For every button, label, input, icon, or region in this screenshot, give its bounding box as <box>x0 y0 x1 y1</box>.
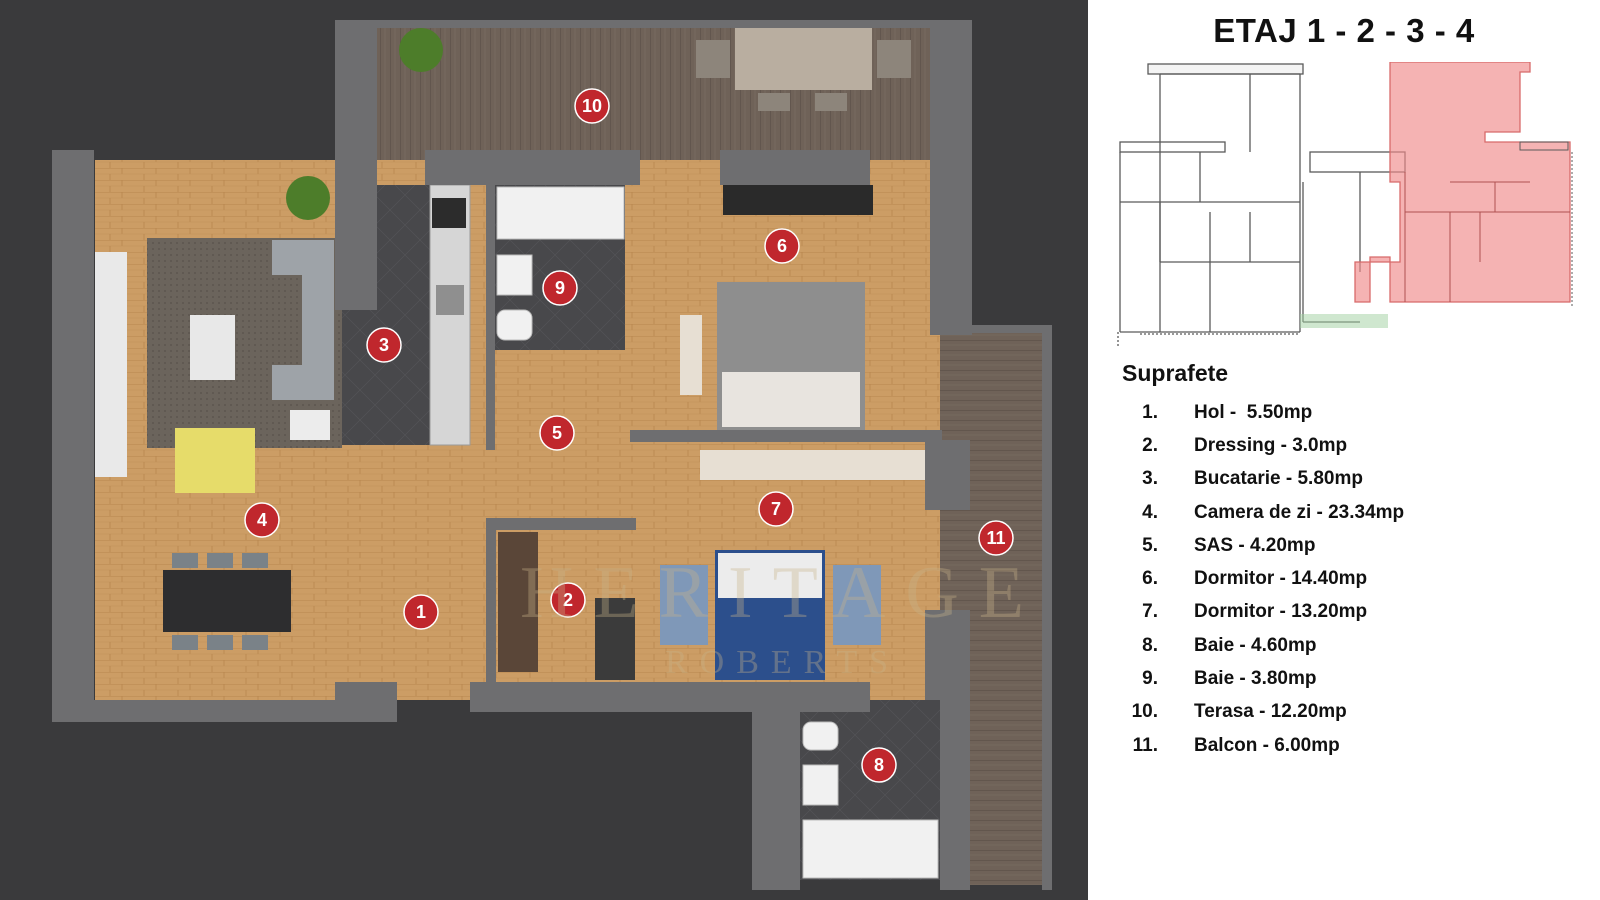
area-item: 4. Camera de zi - 23.34mp <box>1122 496 1404 529</box>
room-marker-6 <box>764 228 800 264</box>
room-marker-label-2: 2 <box>563 590 573 610</box>
armchair <box>175 428 255 493</box>
room-marker-label-4: 4 <box>257 510 267 530</box>
area-label: Baie - 3.80mp <box>1194 668 1317 690</box>
area-number: 2. <box>1142 434 1158 456</box>
room-marker-label-1: 1 <box>416 602 426 622</box>
kitchen-sink <box>436 285 464 315</box>
coffee-table <box>190 315 235 380</box>
sofa <box>272 240 334 400</box>
toilet-2 <box>802 721 839 751</box>
room-marker-2 <box>550 582 586 618</box>
area-number: 7. <box>1142 601 1158 623</box>
area-number: 4. <box>1142 501 1158 523</box>
area-label: Dressing - 3.0mp <box>1194 434 1348 456</box>
plant-terrace <box>399 28 443 72</box>
room-marker-label-6: 6 <box>777 236 787 256</box>
tv-unit <box>95 252 127 477</box>
area-number: 3. <box>1142 468 1158 490</box>
area-number: 8. <box>1142 634 1158 656</box>
room-marker-1 <box>403 594 439 630</box>
area-label: Dormitor - 13.20mp <box>1194 601 1368 623</box>
shoe-rack-2 <box>595 598 635 680</box>
area-number: 6. <box>1142 568 1158 590</box>
area-number: 9. <box>1142 668 1158 690</box>
area-number: 10. <box>1131 701 1158 723</box>
area-item: 6. Dormitor - 14.40mp <box>1122 562 1404 595</box>
room-marker-9 <box>542 270 578 306</box>
room-marker-label-8: 8 <box>874 755 884 775</box>
area-item: 9. Baie - 3.80mp <box>1122 662 1404 695</box>
nightstand <box>680 315 702 395</box>
watermark-main: HERITAGE <box>520 552 1044 634</box>
key-plan-left-unit <box>1117 63 1406 347</box>
area-number: 11. <box>1132 734 1158 756</box>
toilet <box>496 309 533 341</box>
room-markers: 1 2 3 4 5 6 7 8 9 10 11 <box>244 88 1014 783</box>
terrace-chairs <box>696 40 911 111</box>
plant <box>286 176 330 220</box>
watermark-sub: ROBERTS <box>665 644 900 681</box>
area-item: 3. Bucatarie - 5.80mp <box>1122 463 1404 496</box>
area-label: SAS - 4.20mp <box>1194 534 1316 556</box>
cooktop <box>432 198 466 228</box>
room-marker-label-11: 11 <box>986 528 1005 548</box>
walls <box>52 20 1052 890</box>
room-marker-11 <box>978 520 1014 556</box>
bed-6-pillows <box>722 372 860 427</box>
shoe-rack <box>498 532 538 672</box>
area-label: Dormitor - 14.40mp <box>1194 568 1368 590</box>
area-label: Terasa - 12.20mp <box>1194 701 1347 723</box>
area-item: 8. Baie - 4.60mp <box>1122 629 1404 662</box>
side-table <box>290 410 330 440</box>
dining-chairs <box>172 553 268 650</box>
bathtub-2 <box>802 819 939 879</box>
area-item: 11. Balcon - 6.00mp <box>1122 729 1404 762</box>
area-item: 7. Dormitor - 13.20mp <box>1122 596 1404 629</box>
key-plan <box>1117 62 1573 347</box>
area-item: 10. Terasa - 12.20mp <box>1122 696 1404 729</box>
info-panel: ETAJ 1 - 2 - 3 - 4 Suprafete 1. Hol - 5.5… <box>1088 0 1600 900</box>
wardrobe-6 <box>723 185 873 215</box>
room-marker-5 <box>539 415 575 451</box>
area-item: 1. Hol - 5.50mp <box>1122 396 1404 429</box>
room-marker-8 <box>861 747 897 783</box>
terrace-table <box>735 28 872 90</box>
room-marker-label-5: 5 <box>552 423 562 443</box>
area-item: 5. SAS - 4.20mp <box>1122 529 1404 562</box>
room-marker-10 <box>574 88 610 124</box>
room-marker-label-3: 3 <box>379 335 389 355</box>
areas-heading: Suprafete <box>1122 360 1229 386</box>
room-marker-label-7: 7 <box>771 499 781 519</box>
areas-list: 1. Hol - 5.50mp 2. Dressing - 3.0mp 3. Buca… <box>1122 396 1405 762</box>
area-label: Camera de zi - 23.34mp <box>1194 501 1405 523</box>
bathroom-sink-2 <box>802 764 839 806</box>
floor-plan-drawing: 1 2 3 4 5 6 7 8 9 10 11 HERITAGE ROBERTS <box>52 20 1052 890</box>
area-number: 5. <box>1142 534 1158 556</box>
area-label: Bucatarie - 5.80mp <box>1194 468 1363 490</box>
area-item: 2. Dressing - 3.0mp <box>1122 429 1404 462</box>
floor-title: ETAJ 1 - 2 - 3 - 4 <box>1213 12 1475 49</box>
bed-7-side-right <box>833 565 881 645</box>
dining-table <box>163 570 291 632</box>
area-number: 1. <box>1142 401 1158 423</box>
area-label: Balcon - 6.00mp <box>1194 734 1340 756</box>
bed-7-pillows <box>718 553 822 598</box>
room-marker-3 <box>366 327 402 363</box>
area-label: Hol - 5.50mp <box>1194 401 1313 423</box>
area-label: Baie - 4.60mp <box>1194 634 1317 656</box>
desk-7 <box>700 450 940 480</box>
floor-plan: 1 2 3 4 5 6 7 8 9 10 11 HERITAGE ROBERTS <box>0 0 1088 900</box>
room-marker-7 <box>758 491 794 527</box>
key-plan-highlighted-unit <box>1354 62 1573 307</box>
bed-7-side-left <box>660 565 708 645</box>
bathtub <box>496 186 625 240</box>
room-marker-label-9: 9 <box>555 278 565 298</box>
room-marker-label-10: 10 <box>582 96 602 116</box>
room-marker-4 <box>244 502 280 538</box>
bathroom-sink <box>496 254 533 296</box>
key-plan-greenery <box>1300 314 1388 328</box>
